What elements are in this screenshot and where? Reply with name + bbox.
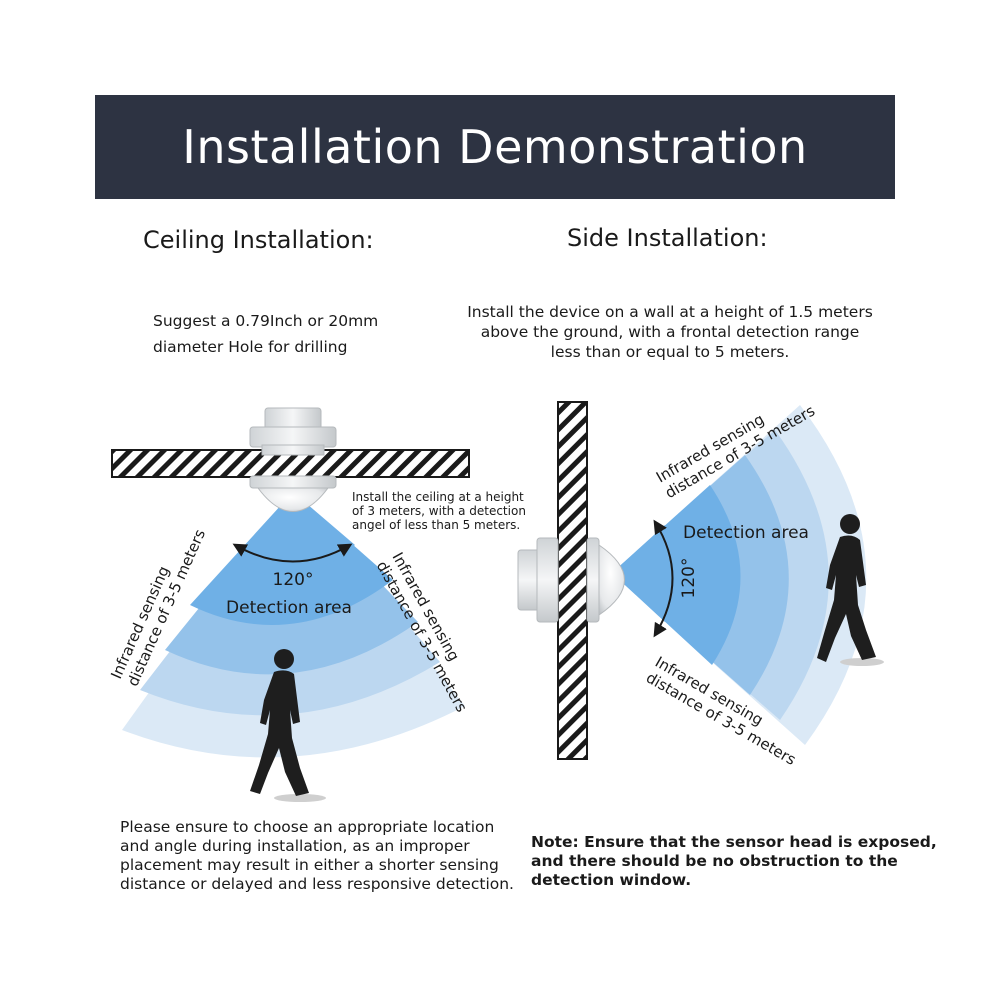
side-angle-label: 120°: [679, 558, 699, 599]
placement-warning-line: distance or delayed and less responsive …: [120, 875, 514, 893]
ceiling-height-note-line: angel of less than 5 meters.: [352, 518, 521, 532]
wall-height-note: Install the device on a wall at a height…: [460, 302, 880, 362]
drill-hole-note: Suggest a 0.79Inch or 20mm diameter Hole…: [153, 311, 378, 357]
person-silhouette-ceiling: [250, 649, 326, 802]
placement-warning: Please ensure to choose an appropriate l…: [120, 818, 514, 894]
drill-hole-note-line: Suggest a 0.79Inch or 20mm: [153, 312, 379, 330]
ceiling-height-note: Install the ceiling at a height of 3 met…: [352, 490, 526, 532]
ceiling-height-note-line: of 3 meters, with a detection: [352, 504, 526, 518]
sensor-exposure-note: Note: Ensure that the sensor head is exp…: [531, 833, 937, 890]
side-detection-label: Detection area: [683, 523, 809, 543]
ceiling-sensor-icon: [249, 407, 337, 512]
wall-slab: [557, 401, 588, 760]
ceiling-height-note-line: Install the ceiling at a height: [352, 490, 524, 504]
wall-height-note-line: Install the device on a wall at a height…: [467, 303, 873, 321]
sensor-exposure-note-line: Note: Ensure that the sensor head is exp…: [531, 833, 937, 851]
ceiling-installation-title: Ceiling Installation:: [143, 226, 374, 254]
sensor-exposure-note-line: detection window.: [531, 871, 692, 889]
drill-hole-note-line: diameter Hole for drilling: [153, 338, 348, 356]
wall-height-note-line: less than or equal to 5 meters.: [550, 343, 790, 361]
side-sensor-icon: [517, 537, 625, 623]
placement-warning-line: placement may result in either a shorter…: [120, 856, 499, 874]
wall-height-note-line: above the ground, with a frontal detecti…: [480, 323, 860, 341]
ceiling-angle-arrow: [232, 543, 353, 563]
person-silhouette-side: [817, 514, 884, 666]
sensor-exposure-note-line: and there should be no obstruction to th…: [531, 852, 898, 870]
ceiling-detection-zone: [122, 492, 465, 758]
side-angle-arrow: [653, 519, 674, 638]
side-installation-title: Side Installation:: [567, 224, 768, 252]
page-title: Installation Demonstration: [182, 120, 808, 174]
header-banner: Installation Demonstration: [95, 95, 895, 199]
ceiling-angle-label: 120°: [273, 570, 314, 590]
ceiling-detection-label: Detection area: [226, 598, 352, 618]
placement-warning-line: Please ensure to choose an appropriate l…: [120, 818, 495, 836]
placement-warning-line: and angle during installation, as an imp…: [120, 837, 470, 855]
side-detection-zone: [612, 405, 867, 745]
